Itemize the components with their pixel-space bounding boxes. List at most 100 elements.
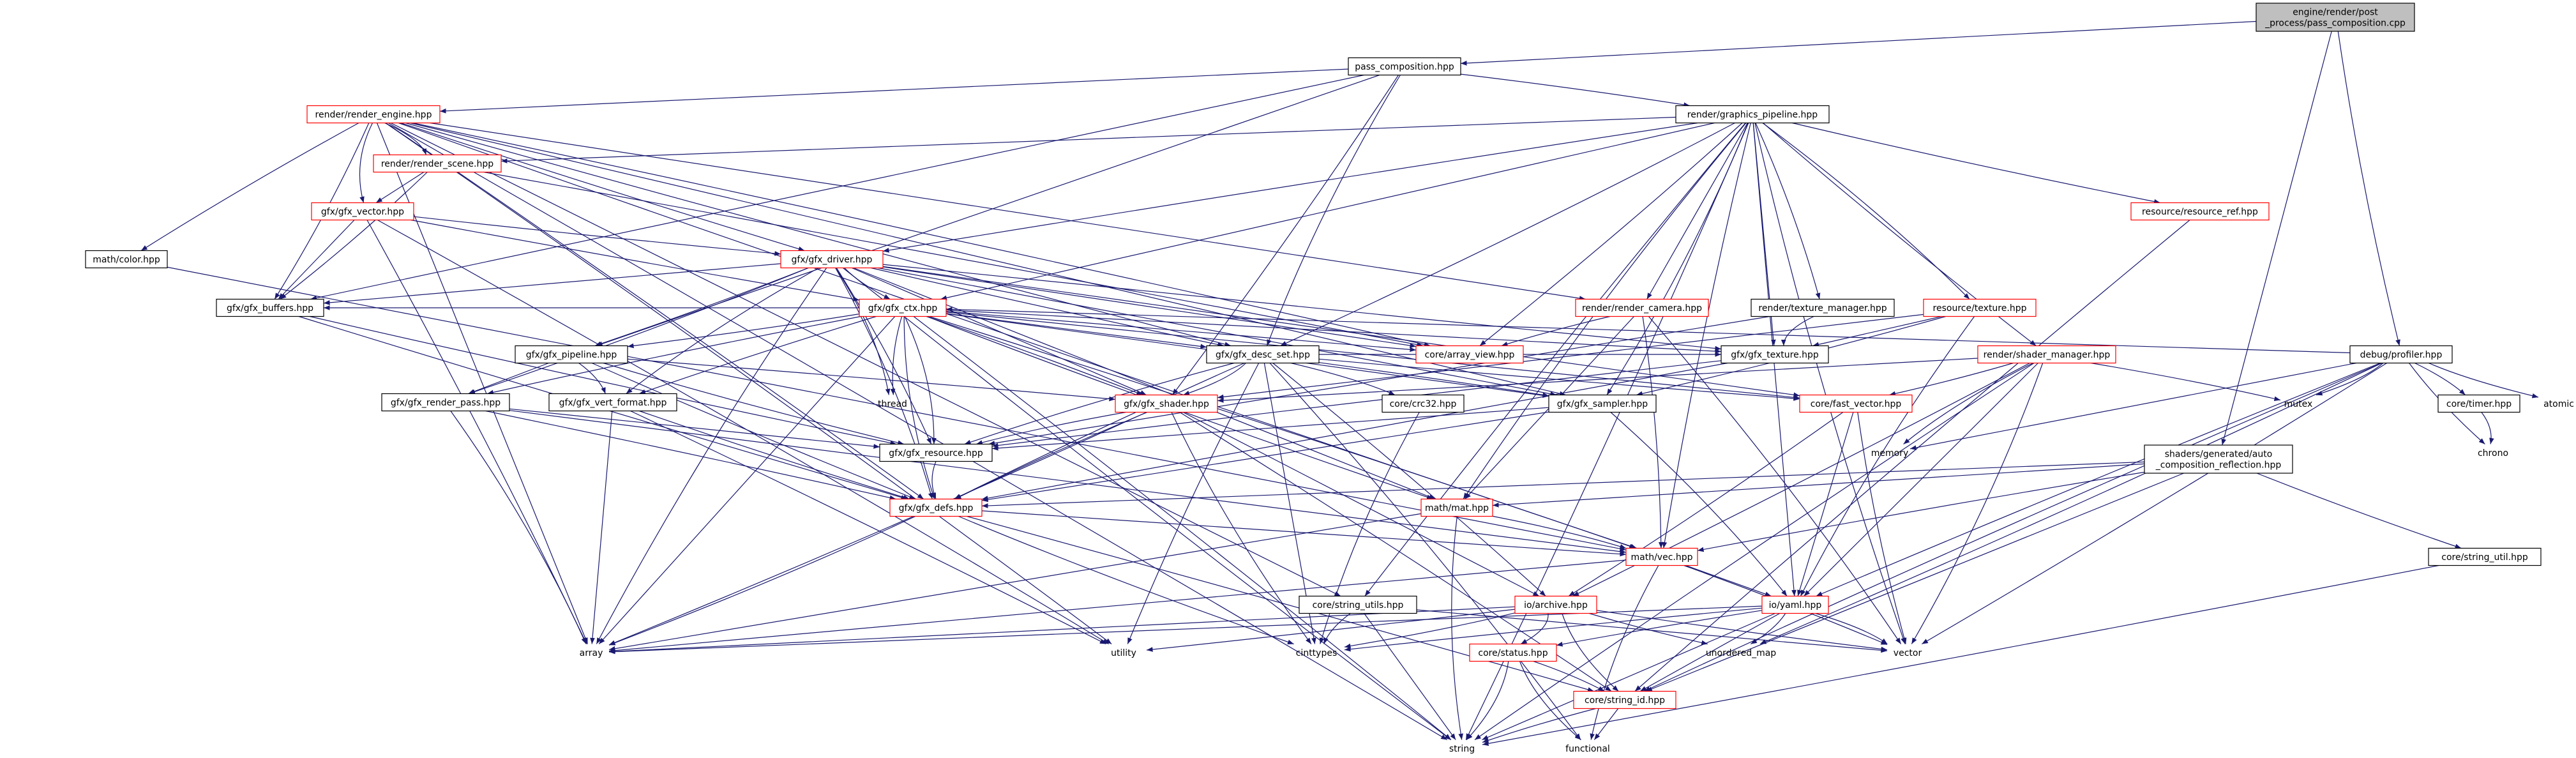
node-core-timer[interactable]: core/timer.hpp bbox=[2437, 394, 2520, 413]
edge-gfx_vector-to-gfx_driver bbox=[413, 216, 781, 256]
node-box bbox=[515, 345, 628, 364]
node-mutex[interactable]: mutex bbox=[2284, 399, 2313, 409]
edge-shader_manager-to-gfx_shader bbox=[1217, 358, 1978, 403]
node-box bbox=[548, 393, 677, 412]
node-label: core/string_utils.hpp bbox=[1313, 600, 1404, 610]
edge-gfx_vector-to-utility bbox=[377, 219, 1110, 645]
node-render-camera[interactable]: render/render_camera.hpp bbox=[1575, 298, 1709, 317]
node-debug-profiler[interactable]: debug/profiler.hpp bbox=[2349, 345, 2453, 364]
node-math-color[interactable]: math/color.hpp bbox=[85, 250, 168, 269]
node-root[interactable]: engine/render/post_process/pass_composit… bbox=[2256, 3, 2415, 32]
node-core-crc32[interactable]: core/crc32.hpp bbox=[1382, 394, 1465, 413]
node-box bbox=[1514, 595, 1597, 614]
node-shader-manager[interactable]: render/shader_manager.hpp bbox=[1977, 345, 2116, 364]
node-gfx-shader[interactable]: gfx/gfx_shader.hpp bbox=[1115, 394, 1218, 413]
node-vector[interactable]: vector bbox=[1894, 648, 1922, 658]
node-gfx-sampler[interactable]: gfx/gfx_sampler.hpp bbox=[1548, 394, 1657, 413]
node-math-mat[interactable]: math/mat.hpp bbox=[1420, 498, 1493, 517]
edge-gfx_desc_set-to-gfx_defs bbox=[954, 362, 1245, 500]
node-label: utility bbox=[1111, 648, 1136, 658]
edge-debug_profiler-to-core_timer bbox=[2414, 362, 2466, 395]
edge-math_vec-to-array bbox=[608, 559, 1627, 653]
node-render-scene[interactable]: render/render_scene.hpp bbox=[373, 154, 502, 173]
edge-gfx_ctx-to-gfx_shader bbox=[926, 315, 1143, 396]
node-shaders-reflection[interactable]: shaders/generated/auto_composition_refle… bbox=[2144, 444, 2293, 474]
node-label: render/texture_manager.hpp bbox=[1758, 303, 1887, 314]
edge-render_engine-to-gfx_driver bbox=[400, 122, 805, 252]
node-label: array bbox=[580, 648, 603, 658]
node-atomic[interactable]: atomic bbox=[2543, 399, 2574, 409]
edge-render_engine-to-gfx_defs bbox=[385, 123, 924, 499]
edge-shaders_reflection-to-math_vec bbox=[1697, 471, 2145, 552]
edge-core_string_utils-to-string bbox=[1364, 613, 1456, 740]
node-math-vec[interactable]: math/vec.hpp bbox=[1625, 547, 1698, 566]
edge-debug_profiler-to-memory bbox=[1909, 362, 2356, 450]
node-io-yaml[interactable]: io/yaml.hpp bbox=[1761, 595, 1829, 614]
node-gfx-vert-format[interactable]: gfx/gfx_vert_format.hpp bbox=[548, 393, 677, 412]
node-array[interactable]: array bbox=[580, 648, 603, 658]
node-gfx-vector[interactable]: gfx/gfx_vector.hpp bbox=[311, 202, 414, 221]
node-io-archive[interactable]: io/archive.hpp bbox=[1514, 595, 1597, 614]
node-unordered-map[interactable]: unordered_map bbox=[1706, 648, 1776, 658]
edge-io_yaml-to-cinttypes bbox=[1344, 607, 1763, 652]
node-label: core/array_view.hpp bbox=[1425, 350, 1515, 360]
edge-io_yaml-to-vector bbox=[1815, 612, 1888, 644]
node-render-engine[interactable]: render/render_engine.hpp bbox=[306, 105, 441, 124]
node-pass-composition[interactable]: pass_composition.hpp bbox=[1348, 57, 1461, 76]
node-core-string-util[interactable]: core/string_util.hpp bbox=[2428, 547, 2542, 566]
edge-math_mat-to-array bbox=[608, 513, 1422, 651]
edge-math_mat-to-string bbox=[1451, 516, 1463, 740]
node-resource-texture[interactable]: resource/texture.hpp bbox=[1923, 298, 2037, 317]
node-gfx-render-pass[interactable]: gfx/gfx_render_pass.hpp bbox=[381, 393, 510, 412]
node-string[interactable]: string bbox=[1449, 744, 1475, 754]
node-core-fast-vector[interactable]: core/fast_vector.hpp bbox=[1799, 394, 1913, 413]
node-gfx-pipeline[interactable]: gfx/gfx_pipeline.hpp bbox=[515, 345, 628, 364]
edge-gfx_driver-to-gfx_pipeline bbox=[594, 267, 809, 347]
node-label: io/yaml.hpp bbox=[1769, 600, 1822, 610]
edge-io_archive-to-cinttypes bbox=[1344, 612, 1516, 649]
node-gfx-resource[interactable]: gfx/gfx_resource.hpp bbox=[879, 443, 993, 462]
edge-debug_profiler-to-vector bbox=[1921, 362, 2388, 645]
node-core-string-id[interactable]: core/string_id.hpp bbox=[1573, 690, 1676, 709]
edge-gfx_ctx-to-thread bbox=[890, 316, 903, 395]
edge-gfx_desc_set-to-gfx_shader bbox=[1183, 363, 1246, 396]
node-resource-ref[interactable]: resource/resource_ref.hpp bbox=[2130, 202, 2270, 221]
edge-core_string_id-to-string bbox=[1482, 708, 1596, 743]
edge-gfx_texture-to-gfx_resource bbox=[991, 360, 1722, 448]
edge-math_vec-to-io_yaml bbox=[1685, 565, 1772, 597]
node-box bbox=[2256, 3, 2415, 32]
node-label: render/shader_manager.hpp bbox=[1984, 350, 2111, 360]
node-chrono[interactable]: chrono bbox=[2478, 448, 2508, 459]
edge-gfx_shader-to-array bbox=[608, 411, 1147, 646]
edge-shaders_reflection-to-core_string_util bbox=[2256, 473, 2462, 549]
node-functional[interactable]: functional bbox=[1565, 744, 1610, 754]
edge-core_string_util-to-string bbox=[1482, 565, 2439, 747]
edge-gfx_texture-to-gfx_defs bbox=[981, 362, 1728, 501]
node-gfx-desc-set[interactable]: gfx/gfx_desc_set.hpp bbox=[1206, 345, 1320, 364]
node-memory[interactable]: memory bbox=[1871, 448, 1909, 459]
node-core-status[interactable]: core/status.hpp bbox=[1469, 643, 1557, 662]
edge-core_string_utils-to-vector bbox=[1416, 609, 1888, 653]
edge-core_string_id-to-functional bbox=[1593, 708, 1619, 740]
node-box bbox=[1761, 595, 1829, 614]
node-core-string-utils[interactable]: core/string_utils.hpp bbox=[1299, 595, 1417, 614]
edge-debug_profiler-to-core_string_id bbox=[1644, 362, 2382, 692]
node-gfx-texture[interactable]: gfx/gfx_texture.hpp bbox=[1721, 345, 1829, 364]
node-gfx-buffers[interactable]: gfx/gfx_buffers.hpp bbox=[216, 298, 324, 317]
node-texture-manager[interactable]: render/texture_manager.hpp bbox=[1751, 298, 1895, 317]
edge-core_fast_vector-to-vector bbox=[1857, 412, 1907, 644]
node-thread[interactable]: thread bbox=[878, 399, 907, 409]
node-core-array-view[interactable]: core/array_view.hpp bbox=[1415, 345, 1524, 364]
node-gfx-defs[interactable]: gfx/gfx_defs.hpp bbox=[889, 498, 983, 517]
edge-render_camera-to-math_vec bbox=[1642, 316, 1664, 549]
node-cinttypes[interactable]: cinttypes bbox=[1296, 648, 1337, 658]
edge-math_mat-to-math_vec bbox=[1492, 515, 1627, 549]
edge-gfx_defs-to-core_string_id bbox=[967, 515, 1594, 692]
edge-gfx_desc_set-to-gfx_sampler bbox=[1318, 362, 1549, 398]
node-graphics-pipeline[interactable]: render/graphics_pipeline.hpp bbox=[1675, 105, 1830, 124]
node-gfx-driver[interactable]: gfx/gfx_driver.hpp bbox=[780, 250, 884, 269]
node-label: unordered_map bbox=[1706, 648, 1776, 658]
node-utility[interactable]: utility bbox=[1111, 648, 1136, 658]
node-gfx-ctx[interactable]: gfx/gfx_ctx.hpp bbox=[859, 298, 947, 317]
edge-gfx_ctx-to-gfx_vert_format bbox=[639, 315, 877, 395]
